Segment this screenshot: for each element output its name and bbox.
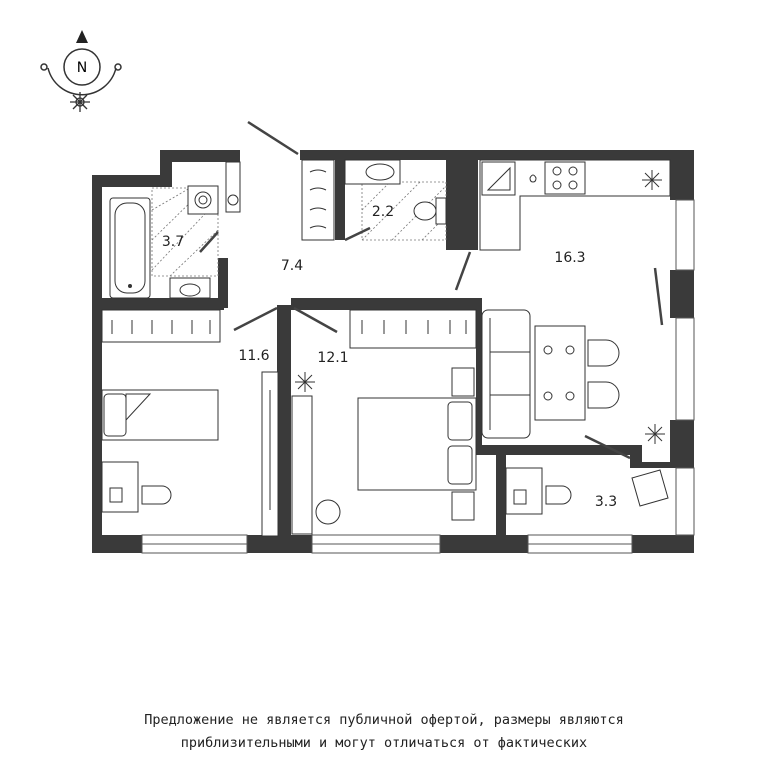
wardrobe-left-icon	[101, 309, 221, 343]
disclaimer-line-1: Предложение не является публичной оферто…	[144, 712, 624, 728]
desk-chair-balcony-icon	[545, 485, 572, 505]
armchair-icon	[631, 469, 669, 507]
desk-chair-icon	[141, 485, 172, 505]
toilet-icon	[435, 197, 447, 225]
washing-machine-icon	[187, 185, 219, 215]
kitchen-living	[479, 159, 671, 460]
toilet-sink-icon	[344, 159, 401, 185]
flower-icon	[295, 372, 315, 392]
hall	[247, 120, 472, 291]
sink-icon	[169, 277, 211, 299]
bedroom-left	[101, 306, 279, 537]
disclaimer-line-2: приблизительными и могут отличаться от ф…	[180, 735, 588, 751]
dining-table-icon	[534, 325, 586, 421]
sun-icon	[70, 92, 90, 112]
bedroom-right	[291, 306, 477, 535]
snowflake-icon	[642, 170, 662, 190]
room-area-bedroom-left: 11.6	[238, 348, 269, 364]
windows	[141, 199, 695, 554]
room-area-balcony: 3.3	[595, 494, 617, 510]
ball-chair-icon	[315, 499, 341, 525]
desk-balcony-icon	[505, 467, 543, 515]
kitchen-counter-icon	[479, 159, 671, 251]
stove-icon	[544, 161, 586, 195]
dresser-icon	[291, 395, 313, 535]
north-arrow-icon	[76, 30, 88, 43]
compass: N	[40, 30, 122, 112]
bathtub-icon	[109, 197, 151, 299]
chair-icon	[587, 339, 620, 367]
balcony	[505, 467, 669, 515]
wardrobe-right-icon	[349, 309, 477, 349]
plant-icon	[645, 424, 665, 444]
compass-north-label: N	[77, 60, 87, 76]
shelf-icon	[225, 161, 241, 213]
wardrobe-hall-icon	[301, 159, 335, 241]
room-area-bedroom-right: 12.1	[317, 350, 348, 366]
room-area-kitchen-living: 16.3	[554, 250, 585, 266]
chair-icon	[587, 381, 620, 409]
sofa-icon	[481, 309, 531, 439]
room-area-bathroom: 3.7	[162, 234, 184, 250]
room-area-hall: 7.4	[281, 258, 303, 274]
room-area-toilet: 2.2	[372, 204, 394, 220]
toilet-room	[344, 159, 447, 242]
desk-left-icon	[101, 461, 139, 513]
bathroom	[109, 161, 241, 299]
